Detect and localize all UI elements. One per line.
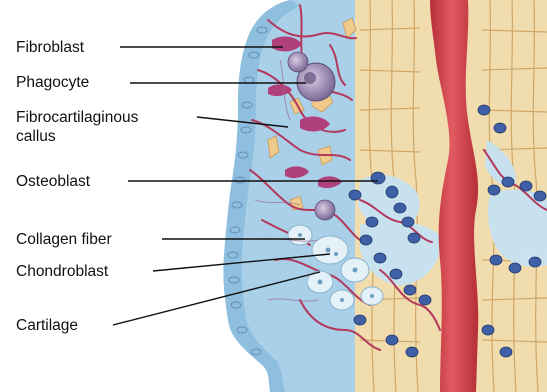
label-osteoblast: Osteoblast: [16, 172, 90, 191]
label-collagen-fiber: Collagen fiber: [16, 230, 112, 249]
label-phagocyte: Phagocyte: [16, 73, 89, 92]
label-cartilage: Cartilage: [16, 316, 78, 335]
label-chondroblast: Chondroblast: [16, 262, 108, 281]
label-fibroblast: Fibroblast: [16, 38, 84, 57]
label-fibrocartilaginous-line2: callus: [16, 127, 138, 146]
label-fibrocartilaginous-line1: Fibrocartilaginous: [16, 108, 138, 127]
label-fibrocartilaginous-callus: Fibrocartilaginous callus: [16, 108, 138, 146]
tissue-block: [220, 0, 547, 392]
